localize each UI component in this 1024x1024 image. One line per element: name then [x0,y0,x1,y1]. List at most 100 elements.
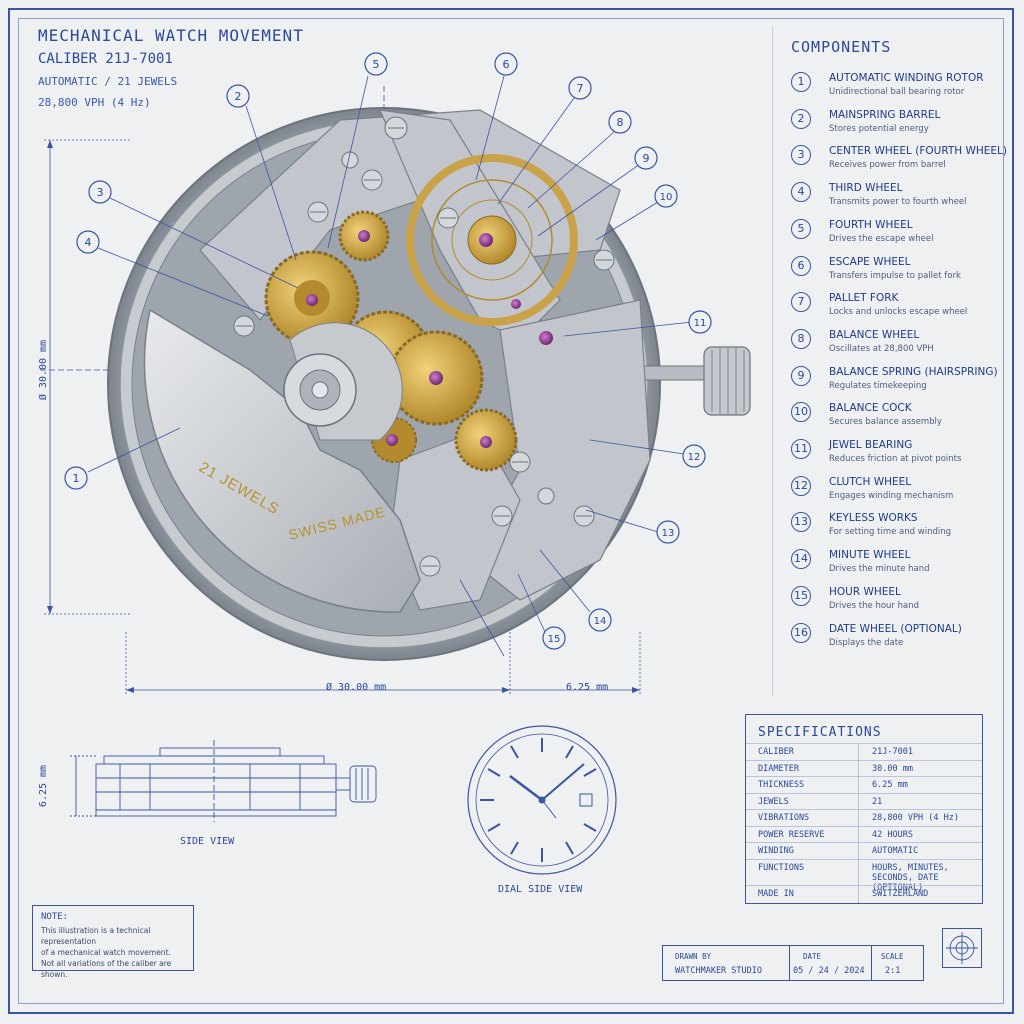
callout-3 [88,180,112,204]
projection-stamp [942,928,982,968]
component-description: Drives the escape wheel [829,233,934,244]
scale-cell: SCALE 2:1 [871,946,923,980]
spec-key: JEWELS [758,796,789,807]
inner-frame [18,18,1004,1004]
dimension-lines [40,86,641,696]
outer-frame [8,8,1014,1014]
balance-wheel [406,154,578,326]
component-name: FOURTH WHEEL [829,218,913,231]
component-description: Stores potential energy [829,123,929,134]
component-name: BALANCE COCK [829,402,912,415]
callout-6 [494,52,518,76]
component-number: 16 [791,622,811,643]
component-number: 12 [791,475,811,496]
callout-2 [226,84,250,108]
component-number: 4 [791,182,811,203]
spec-key: FUNCTIONS [758,862,805,873]
components-panel: COMPONENTS 1 AUTOMATIC WINDING ROTOR Unidi… [772,26,1009,696]
spec-value: 28,800 VPH (4 Hz) [872,813,959,823]
dimension-side-thickness: 6.25 mm [38,764,49,808]
side-view-label: SIDE VIEW [180,836,235,847]
spec-value: HOURS, MINUTES, SECONDS, DATE (OPTIONAL) [872,862,949,893]
spec-key: POWER RESERVE [758,829,825,840]
component-description: Drives the hour hand [829,600,919,611]
dial-view-label: DIAL SIDE VIEW [498,884,583,895]
callout-label-12: 12 [688,452,701,463]
callout-4 [76,230,100,254]
component-name: DATE WHEEL (OPTIONAL) [829,622,962,635]
component-name: CENTER WHEEL (FOURTH WHEEL) [829,145,1007,158]
caliber-label: CALIBER 21J-7001 [38,51,173,67]
callout-label-10: 10 [660,192,673,203]
spec-column-divider [858,743,859,903]
component-number: 14 [791,549,811,570]
note-line: of a mechanical watch movement. [41,948,171,957]
spec-value: SWITZERLAND [872,888,929,899]
dimension-crown-offset: 6.25 mm [566,682,609,693]
component-description: Displays the date [829,637,904,648]
component-description: Receives power from barrel [829,160,946,171]
component-description: Unidirectional ball bearing rotor [829,87,965,97]
component-name: AUTOMATIC WINDING ROTOR [829,72,984,84]
drawn-by-value: WATCHMAKER STUDIO [675,966,762,976]
spec-value: 30.00 mm [872,763,913,774]
component-number: 6 [791,255,811,276]
component-name: JEWEL BEARING [829,439,913,451]
projection-symbol [946,932,978,964]
drawn-by-cell: DRAWN BY WATCHMAKER STUDIO [663,946,790,980]
component-number: 1 [791,72,811,92]
callout-11 [688,310,712,334]
title-block-table: DRAWN BY WATCHMAKER STUDIO DATE 05 / 24 … [662,945,924,981]
component-number: 3 [791,145,811,166]
side-view-drawing [70,740,377,822]
spec-row: FUNCTIONS HOURS, MINUTES, SECONDS, DATE (… [746,858,982,893]
callout-label-9: 9 [643,152,650,165]
callout-14 [588,608,612,632]
callout-label-4: 4 [85,236,92,249]
spec-key: VIBRATIONS [758,813,810,823]
component-number: 15 [791,585,811,606]
component-name: HOUR WHEEL [829,585,901,598]
callout-markers [64,52,712,650]
component-description: Reduces friction at pivot points [829,454,962,464]
component-number: 11 [791,439,811,459]
callout-15 [542,626,566,650]
callout-1 [64,466,88,490]
spec-key: WINDING [758,846,794,856]
drawn-by-label: DRAWN BY [675,952,712,961]
callout-12 [682,444,706,468]
note-line: This illustration is a technical represe… [41,926,151,946]
dial-side-view-drawing [467,725,617,875]
component-name: BALANCE WHEEL [829,328,920,341]
component-description: Regulates timekeeping [829,380,927,391]
callout-9 [634,146,658,170]
component-description: Transfers impulse to pallet fork [829,270,961,281]
callout-label-1: 1 [73,472,80,485]
spec-value: 6.25 mm [872,780,908,790]
specifications-title: SPECIFICATIONS [758,725,882,740]
spec-row: VIBRATIONS 28,800 VPH (4 Hz) [746,809,982,827]
note-line: Not all variations of the caliber are sh… [41,959,172,979]
screws [233,116,615,577]
dimension-vertical: Ø 30.00 mm [38,339,49,401]
components-title: COMPONENTS [791,38,892,56]
subtitle: AUTOMATIC / 21 JEWELS [38,75,178,88]
component-number: 5 [791,218,811,239]
date-value: 05 / 24 / 2024 [793,966,865,976]
dimension-arrows [47,140,640,693]
callout-leaders [87,75,693,657]
callout-8 [608,110,632,134]
scale-value: 2:1 [885,966,901,976]
component-number: 7 [791,292,811,313]
scale-label: SCALE [881,952,904,961]
component-name: KEYLESS WORKS [829,512,918,525]
spec-key: DIAMETER [758,763,799,774]
component-name: THIRD WHEEL [829,182,903,195]
dimension-horizontal: Ø 30.00 mm [326,682,387,693]
